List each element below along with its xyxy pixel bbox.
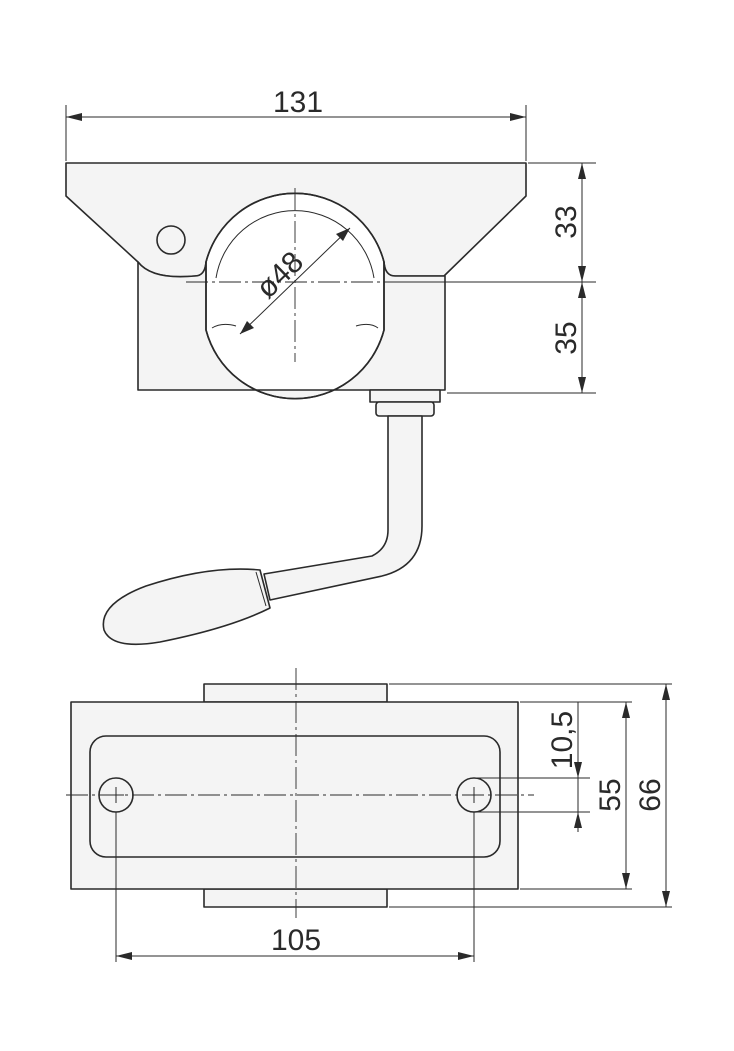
- hole-spacing-label: 105: [271, 924, 321, 957]
- offset-arrow-down: [574, 812, 582, 828]
- bore-arrow-upper: [336, 228, 350, 241]
- overall-depth-label: 66: [634, 778, 667, 811]
- top-base-plate: [70, 701, 519, 890]
- lever-grip-ferrule: [255, 571, 267, 607]
- height-arrow-mid-down: [578, 282, 586, 298]
- top-tube-stub-upper: [203, 683, 388, 703]
- spacing-arrow-right: [458, 952, 474, 960]
- slot-length-label: 55: [594, 778, 627, 811]
- lever-grip: [102, 568, 271, 646]
- width-arrow-right: [510, 113, 526, 121]
- bore-diameter-line: [239, 227, 351, 335]
- height-arrow-top: [578, 163, 586, 179]
- height-arrow-mid-up: [578, 266, 586, 282]
- depth-arrow-bottom: [662, 891, 670, 907]
- top-slot-recess: [89, 735, 501, 858]
- upper-height-label: 33: [550, 205, 583, 238]
- length-arrow-top: [622, 702, 630, 718]
- front-view: ø48 131 33 35: [65, 86, 596, 646]
- mounting-hole: [156, 225, 186, 255]
- threaded-boss-nut: [375, 401, 435, 417]
- top-tube-stub-lower: [203, 888, 388, 908]
- offset-arrow-up: [574, 762, 582, 778]
- overall-width-label: 131: [273, 86, 323, 119]
- slot-offset-label: 10,5: [546, 711, 579, 769]
- lower-height-label: 35: [550, 321, 583, 354]
- spacing-arrow-left: [116, 952, 132, 960]
- top-view: 105 10,5 55 66: [66, 668, 672, 962]
- bore-arrow-lower: [240, 321, 254, 334]
- width-arrow-left: [66, 113, 82, 121]
- bore-opening: [205, 192, 385, 400]
- depth-arrow-top: [662, 684, 670, 700]
- threaded-boss: [369, 389, 441, 403]
- bore-liner: [211, 210, 379, 329]
- length-arrow-bottom: [622, 873, 630, 889]
- lever-rod: [263, 415, 423, 601]
- height-arrow-bottom: [578, 377, 586, 393]
- bore-diameter-label: ø48: [250, 245, 310, 305]
